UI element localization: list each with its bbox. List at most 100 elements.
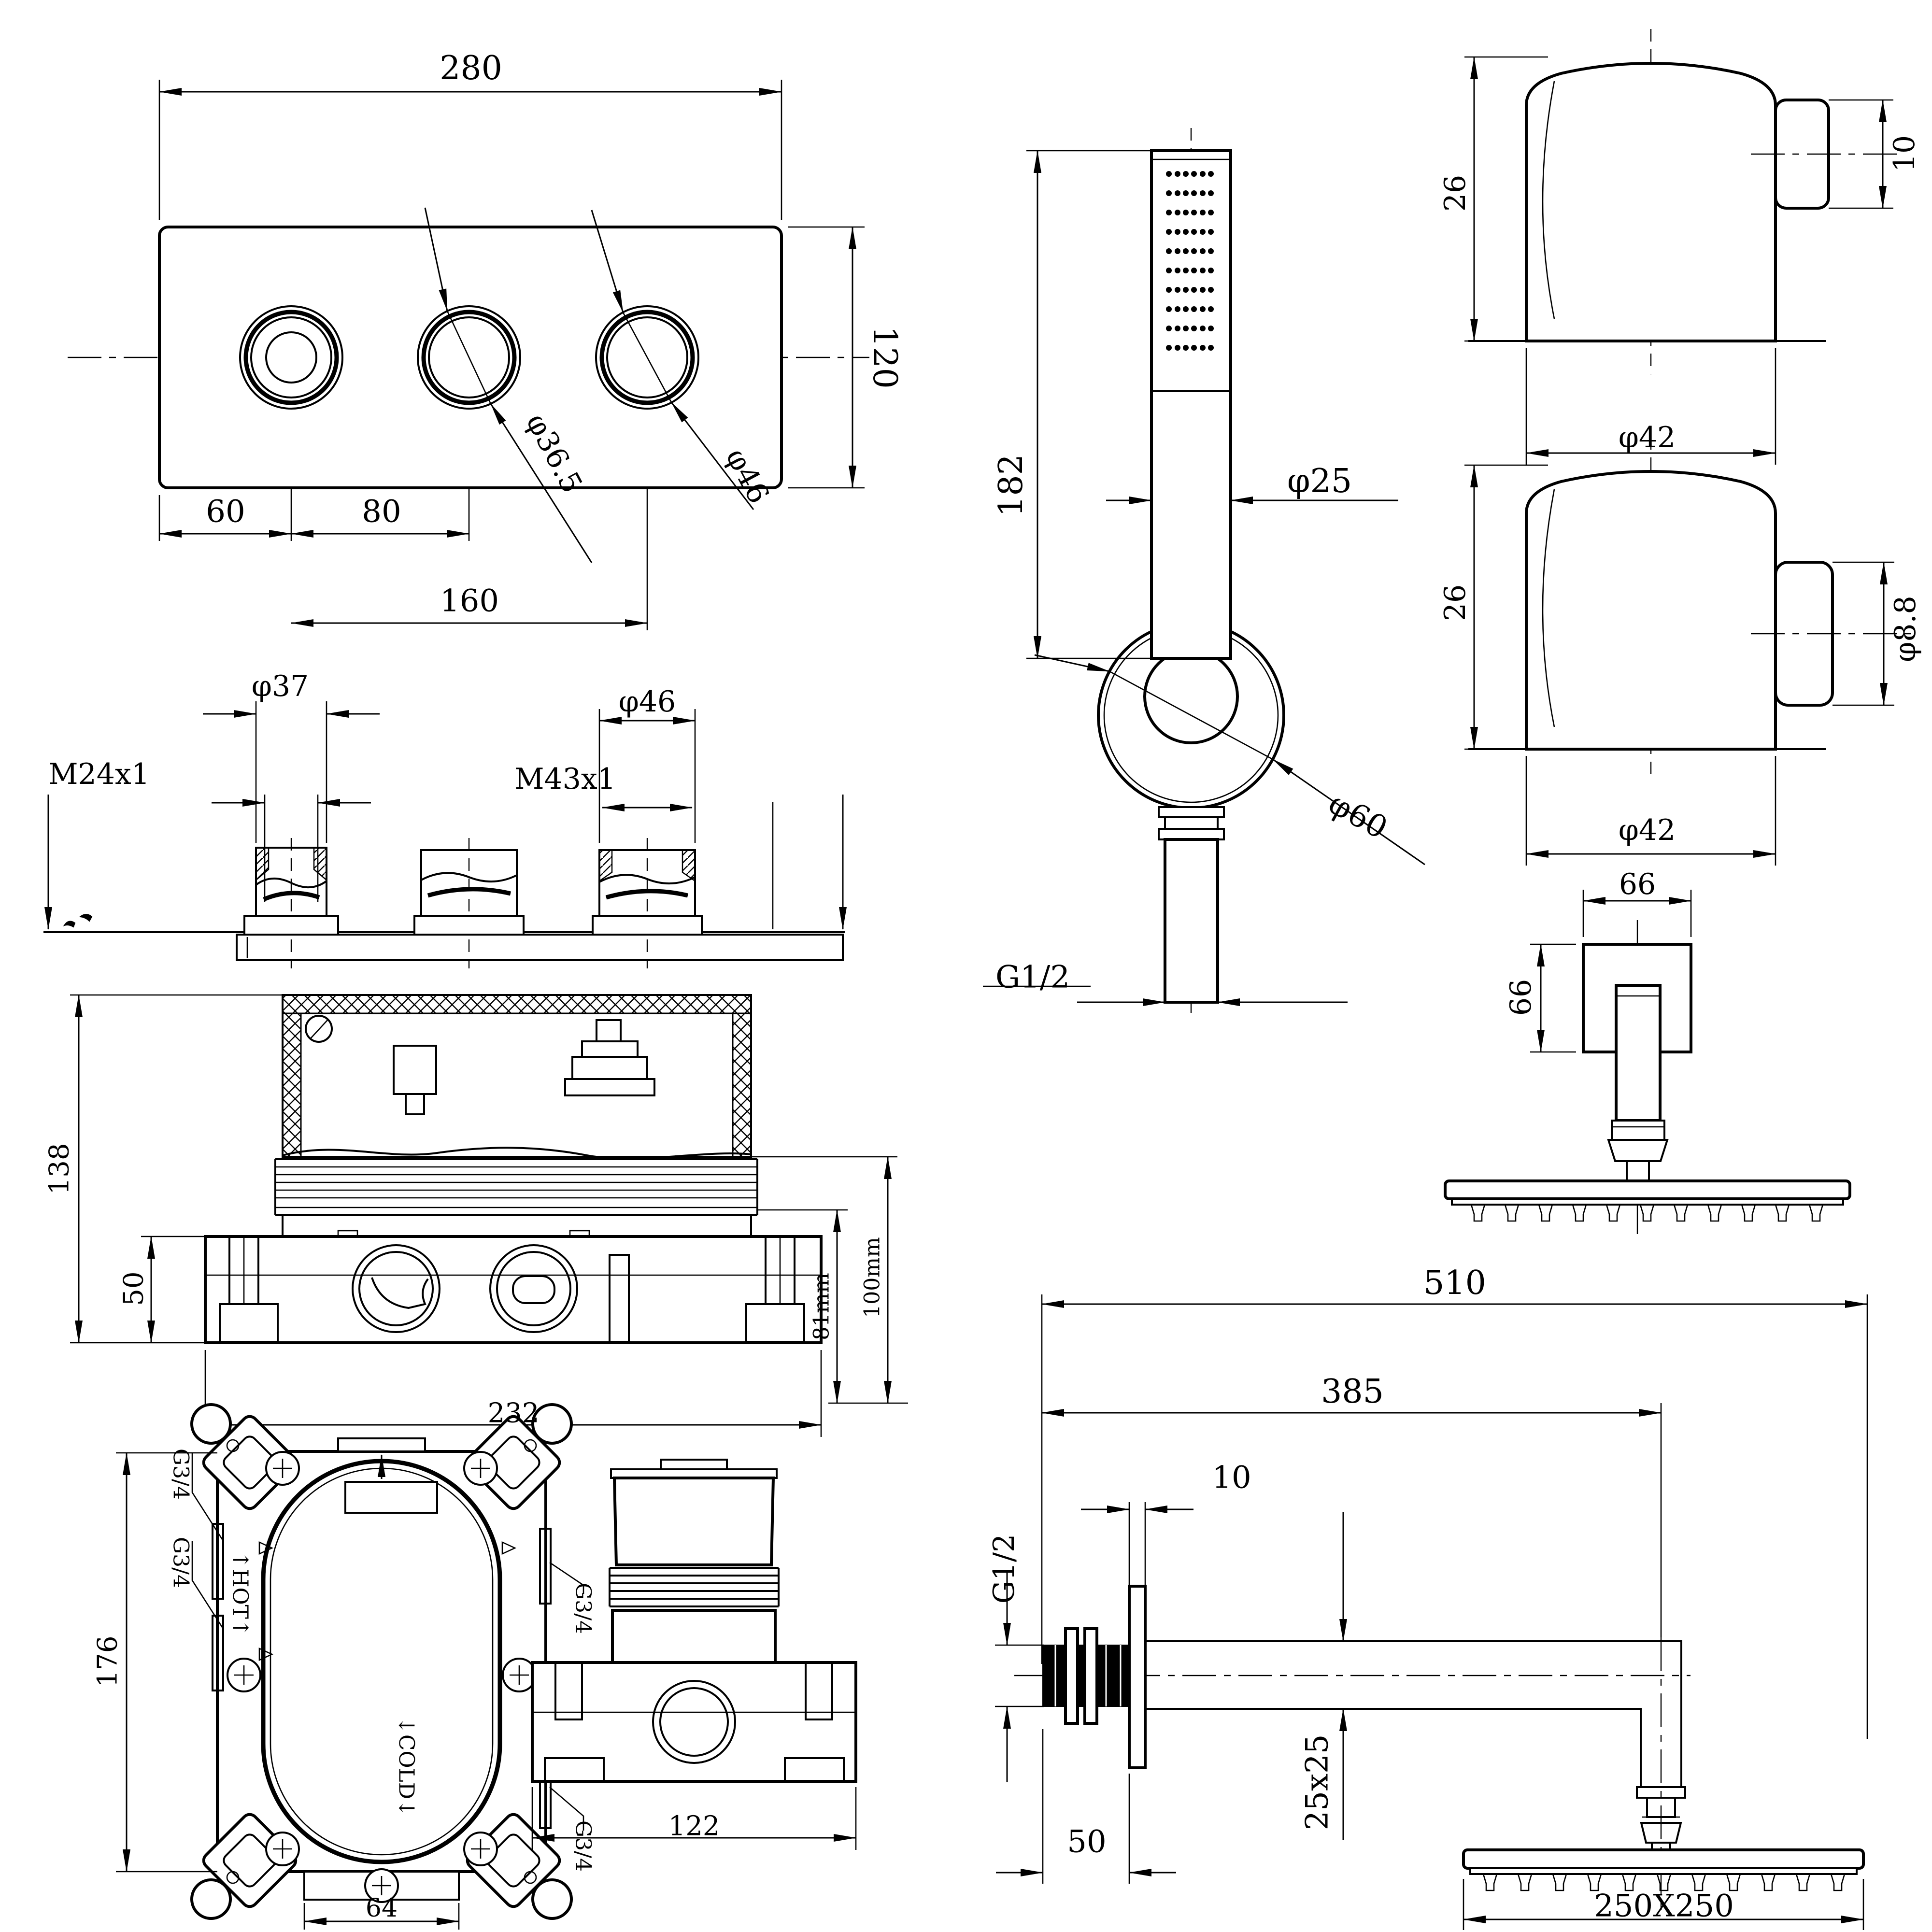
inlet-port — [212, 1615, 224, 1691]
dim-26-k1: 26 — [1438, 175, 1472, 212]
spray-holes — [1166, 171, 1214, 351]
valve-side-body — [612, 1477, 775, 1566]
label-hot: ↑HOT↑ — [228, 1551, 253, 1637]
knob-ring-right — [595, 305, 699, 410]
head-nozzles — [1470, 1204, 1824, 1222]
handshower-handle — [1150, 149, 1232, 660]
leader-g34 — [191, 1541, 224, 1629]
cartridge-stem — [596, 1019, 622, 1042]
bracket-oval-slot — [261, 1459, 502, 1864]
dim-280: 280 — [440, 49, 502, 87]
stub-large — [592, 849, 703, 936]
view-wall-elbow — [1444, 890, 1851, 1234]
dim-232: 232 — [488, 1398, 540, 1429]
inlet-port — [539, 1528, 552, 1605]
dim-d42-k2: φ42 — [1619, 813, 1676, 847]
leader-g34 — [549, 1787, 584, 1831]
clipped-label-fragment — [79, 914, 93, 922]
view-faceplate-front — [68, 80, 869, 630]
outlet-port-left — [352, 1244, 440, 1333]
dim-d8-8: φ8.8 — [1889, 596, 1922, 662]
inlet-port — [212, 1523, 224, 1600]
dim-50-arm: 50 — [1067, 1824, 1106, 1860]
label-g34-right-top: G3/4 — [571, 1583, 596, 1634]
dim-d42-k1: φ42 — [1619, 421, 1676, 455]
dim-160: 160 — [440, 583, 499, 619]
dim-182: 182 — [992, 454, 1030, 517]
dim-250x250: 250X250 — [1594, 1888, 1734, 1924]
dim-26-k2: 26 — [1438, 584, 1472, 621]
valve-side-base — [531, 1661, 857, 1783]
wall-escutcheon — [1128, 1585, 1147, 1769]
valve-side-ribs — [609, 1567, 780, 1607]
label-g34-left-mid: G3/4 — [169, 1537, 193, 1588]
leader-g34 — [191, 1453, 224, 1541]
outlet-port-right — [489, 1244, 578, 1333]
bracket-plate — [216, 1450, 547, 1873]
break-line — [282, 1147, 752, 1160]
dim-50-valve: 50 — [118, 1271, 150, 1306]
dim-d37: φ37 — [252, 669, 309, 703]
leader-d46 — [591, 210, 754, 510]
view-bracket-front — [116, 1403, 584, 1930]
dim-10-k1: 10 — [1888, 135, 1921, 172]
label-g34-right-bottom: G3/4 — [571, 1820, 596, 1872]
trim-plate — [158, 226, 783, 489]
dim-80: 80 — [362, 494, 401, 529]
dim-138: 138 — [44, 1143, 75, 1195]
view-handshower — [983, 128, 1425, 1014]
dim-d25: φ25 — [1287, 462, 1352, 500]
dim-120: 120 — [866, 326, 904, 389]
dim-g12-arm: G1/2 — [987, 1534, 1021, 1604]
dim-81mm: 81mm — [809, 1273, 834, 1340]
clipped-label-fragment — [63, 921, 76, 928]
holder-ball — [1143, 649, 1239, 744]
holder-pipe — [1164, 838, 1219, 1004]
knob-button — [239, 305, 343, 410]
dim-510: 510 — [1423, 1264, 1486, 1302]
locknut — [1083, 1627, 1098, 1725]
dim-d46-side: φ46 — [619, 685, 676, 719]
threaded-nipple — [1042, 1627, 1130, 1725]
view-arm-head — [995, 1294, 1868, 1930]
knob-body — [1525, 470, 1777, 751]
bracket-top-tab — [337, 1437, 426, 1452]
view-knob-side-2 — [1464, 437, 1913, 866]
label-cold: ↓COLD↓ — [394, 1717, 419, 1817]
knob-body — [1525, 62, 1777, 342]
leader-g34 — [549, 1562, 584, 1594]
dim-m24x1: M24x1 — [48, 757, 150, 791]
view-valve-side — [531, 1459, 857, 1850]
stub-small — [243, 847, 339, 936]
bracket-lugs — [190, 1403, 573, 1920]
dim-64: 64 — [366, 1894, 398, 1923]
bracket-window — [344, 1481, 438, 1514]
dim-176: 176 — [92, 1636, 124, 1688]
elbow-tube — [1615, 984, 1662, 1122]
stub-middle — [413, 849, 525, 936]
dim-60: 60 — [206, 494, 245, 529]
view-knob-side-1 — [1464, 29, 1903, 465]
label-g34-left-top: G3/4 — [169, 1449, 193, 1500]
leader-d36-5 — [424, 207, 593, 563]
head-nozzles — [1482, 1873, 1846, 1891]
side-port — [652, 1680, 736, 1764]
adjustment-ribs — [274, 1158, 758, 1216]
shower-arm — [1145, 1640, 1682, 1787]
shower-head-plate — [1462, 1848, 1865, 1870]
dim-m43x1: M43x1 — [514, 762, 616, 796]
valve-internal-block — [393, 1045, 437, 1095]
plate-slab — [236, 934, 844, 961]
view-valve-front — [70, 994, 908, 1437]
shower-head-plate — [1444, 1179, 1851, 1200]
dim-100mm: 100mm — [860, 1237, 884, 1318]
dim-g12-shower: G1/2 — [995, 959, 1070, 995]
dim-10-arm: 10 — [1212, 1460, 1251, 1495]
view-faceplate-side — [43, 701, 847, 968]
dim-66-top: 66 — [1619, 867, 1656, 901]
dim-66-left: 66 — [1504, 979, 1538, 1016]
holder-collar — [1158, 806, 1225, 818]
dim-122: 122 — [668, 1811, 720, 1842]
